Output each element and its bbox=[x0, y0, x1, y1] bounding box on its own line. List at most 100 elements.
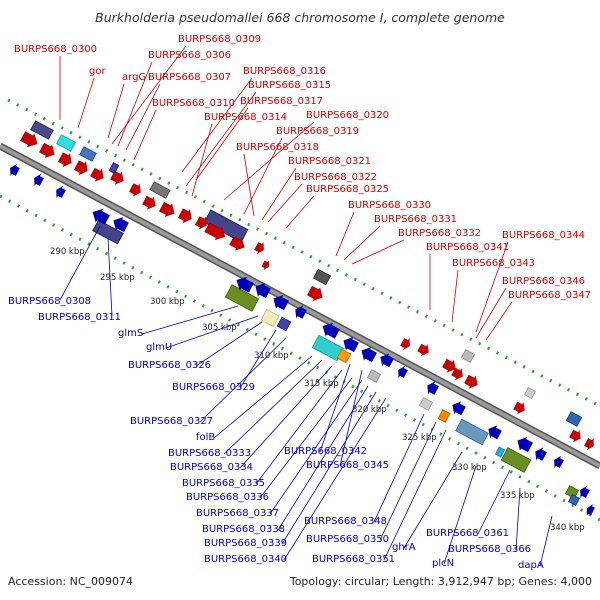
reverse-gene-label: BURPS668_0339 bbox=[204, 538, 287, 549]
forward-gene-label: BURPS668_0319 bbox=[276, 126, 359, 137]
forward-callout-line bbox=[243, 153, 255, 217]
reverse-gene-label: BURPS668_0338 bbox=[202, 524, 285, 535]
reverse-gene-27 bbox=[380, 353, 394, 368]
reverse-gene-14 bbox=[568, 494, 580, 506]
forward-callout-line bbox=[117, 61, 153, 147]
reverse-callout-line bbox=[259, 377, 353, 499]
kbp-tick-label: 320 kbp bbox=[352, 405, 387, 415]
reverse-callout-line bbox=[379, 421, 437, 541]
forward-gene-2 bbox=[56, 134, 76, 152]
forward-gene-label: BURPS668_0316 bbox=[243, 66, 326, 77]
forward-gene-label: BURPS668_0347 bbox=[508, 290, 591, 301]
forward-gene-label: argG bbox=[122, 72, 146, 83]
forward-gene-label: BURPS668_0325 bbox=[306, 184, 389, 195]
reverse-gene-17 bbox=[56, 185, 66, 199]
reverse-callout-line bbox=[319, 363, 351, 453]
kbp-tick-label: 335 kbp bbox=[500, 491, 535, 501]
forward-callout-line bbox=[77, 77, 95, 129]
forward-gene-8 bbox=[460, 349, 476, 363]
kbp-tick-label: 310 kbp bbox=[254, 351, 289, 361]
reverse-callout-line bbox=[213, 355, 313, 439]
forward-gene-23 bbox=[229, 236, 245, 251]
forward-gene-label: BURPS668_0332 bbox=[398, 228, 481, 239]
forward-gene-label: BURPS668_0318 bbox=[236, 142, 319, 153]
forward-gene-label: BURPS668_0314 bbox=[204, 112, 287, 123]
reverse-gene-label: BURPS668_0329 bbox=[172, 382, 255, 393]
forward-gene-34 bbox=[584, 437, 594, 451]
forward-gene-label: BURPS668_0307 bbox=[148, 72, 231, 83]
reverse-gene-labels: BURPS668_0308BURPS668_0311glmSglmUBURPS6… bbox=[8, 225, 553, 571]
forward-callout-line bbox=[111, 45, 187, 145]
kbp-tick-label: 290 kbp bbox=[50, 247, 85, 257]
forward-gene-7 bbox=[312, 268, 332, 286]
reverse-callout-line bbox=[443, 465, 477, 565]
reverse-gene-18 bbox=[92, 208, 110, 225]
reverse-callout-line bbox=[269, 379, 363, 515]
forward-gene-16 bbox=[110, 170, 124, 185]
reverse-gene-label: ghrA bbox=[392, 542, 416, 553]
reverse-gene-label: BURPS668_0337 bbox=[196, 508, 279, 519]
kbp-tick-label: 340 kbp bbox=[550, 523, 585, 533]
reverse-gene-22 bbox=[273, 294, 289, 311]
reverse-gene-26 bbox=[361, 346, 377, 363]
forward-gene-label: BURPS668_0309 bbox=[178, 34, 261, 45]
reverse-gene-10 bbox=[455, 418, 489, 446]
reverse-callout-line bbox=[195, 321, 263, 367]
reverse-gene-label: BURPS668_0350 bbox=[306, 534, 389, 545]
kbp-tick-label: 325 kbp bbox=[402, 433, 437, 443]
reverse-gene-label: plcN bbox=[432, 558, 454, 569]
forward-callout-line bbox=[475, 287, 507, 339]
reverse-gene-6 bbox=[336, 348, 352, 364]
reverse-gene-7 bbox=[366, 369, 382, 383]
reverse-gene-label: BURPS668_0361 bbox=[426, 528, 509, 539]
reverse-gene-36 bbox=[586, 504, 595, 516]
reverse-gene-label: BURPS668_0334 bbox=[170, 462, 253, 473]
reverse-gene-20 bbox=[236, 276, 254, 293]
reverse-gene-30 bbox=[452, 401, 466, 416]
reverse-gene-label: glmS bbox=[118, 328, 143, 339]
forward-gene-label: BURPS668_0344 bbox=[502, 230, 585, 241]
forward-callout-line bbox=[351, 239, 405, 265]
reverse-gene-label: dapA bbox=[518, 560, 544, 571]
forward-gene-label: BURPS668_0320 bbox=[306, 110, 389, 121]
reverse-gene-25 bbox=[343, 336, 359, 353]
outer-guide-line bbox=[7, 98, 600, 408]
reverse-gene-label: BURPS668_0327 bbox=[130, 416, 213, 427]
forward-gene-15 bbox=[90, 167, 104, 182]
reverse-gene-8 bbox=[418, 397, 434, 411]
kbp-tick-label: 315 kbp bbox=[304, 379, 339, 389]
reverse-gene-23 bbox=[295, 305, 307, 319]
kbp-tick-label: 300 kbp bbox=[150, 297, 185, 307]
forward-callout-line bbox=[343, 225, 381, 261]
forward-gene-14 bbox=[73, 160, 88, 176]
reverse-gene-9 bbox=[437, 409, 451, 423]
forward-gene-33 bbox=[569, 429, 581, 443]
forward-gene-label: BURPS668_0330 bbox=[348, 200, 431, 211]
forward-gene-24 bbox=[254, 241, 264, 255]
reverse-gene-11 bbox=[500, 447, 532, 473]
forward-gene-27 bbox=[400, 337, 410, 351]
forward-gene-4 bbox=[108, 162, 120, 174]
reverse-gene-label: BURPS668_0336 bbox=[186, 492, 269, 503]
kbp-tick-label: 330 kbp bbox=[452, 463, 487, 473]
forward-gene-28 bbox=[417, 343, 429, 357]
reverse-gene-label: glmU bbox=[146, 342, 172, 353]
kbp-tick-label: 295 kbp bbox=[100, 273, 135, 283]
forward-callout-line bbox=[107, 83, 125, 139]
forward-gene-17 bbox=[129, 183, 141, 197]
reverse-gene-12 bbox=[494, 446, 506, 458]
forward-gene-label: BURPS668_0331 bbox=[374, 214, 457, 225]
forward-gene-20 bbox=[177, 208, 192, 224]
forward-gene-9 bbox=[524, 387, 536, 399]
forward-gene-12 bbox=[39, 142, 55, 159]
forward-gene-label: BURPS668_0310 bbox=[152, 98, 235, 109]
forward-gene-26 bbox=[307, 285, 323, 302]
forward-callout-line bbox=[125, 83, 161, 151]
forward-gene-29 bbox=[442, 358, 456, 373]
forward-callout-line bbox=[191, 123, 213, 197]
forward-callout-line bbox=[451, 269, 459, 323]
forward-callout-line bbox=[243, 137, 283, 215]
forward-gene-1 bbox=[30, 120, 54, 140]
